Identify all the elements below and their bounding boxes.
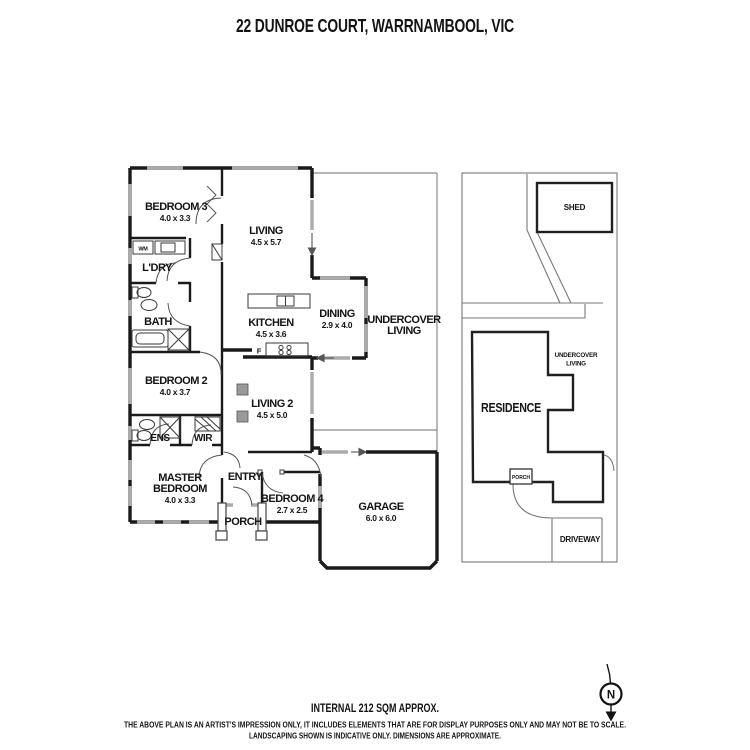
room-label-ldry: L'DRY (142, 262, 173, 274)
room-label-porch: PORCH (224, 516, 262, 528)
windows (128, 166, 368, 524)
porch-structure (215, 502, 268, 541)
ensuite-basin-icon (139, 419, 155, 430)
footer: INTERNAL 212 SQM APPROX. THE ABOVE PLAN … (124, 703, 626, 741)
site-label-undercover-1: UNDERCOVER (555, 352, 598, 359)
living2-column-markers (236, 383, 249, 423)
room-dims-bedroom3: 4.0 x 3.3 (160, 213, 191, 223)
ensuite-toilet-icon (131, 429, 139, 442)
fixtures (131, 240, 311, 475)
site-label-residence: RESIDENCE (481, 400, 542, 415)
page-title: 22 DUNROE COURT, WARRNAMBOOL, VIC (236, 16, 514, 36)
laundry-bench (154, 240, 186, 255)
room-label-wir: WIR (194, 433, 213, 444)
main-floor-plan: BEDROOM 3 4.0 x 3.3 LIVING 4.5 x 5.7 WM … (128, 166, 442, 570)
compass-north-label: N (607, 690, 615, 702)
site-label-porch: PORCH (512, 475, 530, 481)
vanity-basin-icon (140, 299, 158, 311)
room-dims-bedroom2: 4.0 x 3.7 (160, 387, 191, 397)
room-label-entry: ENTRY (228, 471, 264, 483)
linen-cupboard (211, 243, 223, 261)
room-dims-garage: 6.0 x 6.0 (366, 513, 397, 523)
site-labels: SHED UNDERCOVER LIVING RESIDENCE PORCH D… (481, 203, 601, 544)
room-dims-living: 4.5 x 5.7 (251, 237, 282, 247)
room-dims-living2: 4.5 x 5.0 (257, 410, 288, 420)
disclaimer-line1: THE ABOVE PLAN IS AN ARTIST'S IMPRESSION… (124, 721, 626, 730)
washing-machine-icon (132, 240, 154, 255)
room-label-garage: GARAGE (358, 501, 403, 513)
door-arrows (307, 233, 368, 457)
room-label-master-2: BEDROOM (153, 483, 207, 495)
room-dims-master: 4.0 x 3.3 (165, 495, 196, 505)
site-label-shed: SHED (564, 203, 586, 212)
site-shed-outline (535, 181, 614, 234)
washing-machine-label: WM (138, 247, 148, 253)
room-label-undercover-living-2: LIVING (387, 325, 421, 337)
room-label-dining: DINING (319, 308, 355, 320)
room-labels: BEDROOM 3 4.0 x 3.3 LIVING 4.5 x 5.7 WM … (138, 201, 441, 528)
room-dims-dining: 2.9 x 4.0 (322, 320, 353, 330)
room-label-bedroom3: BEDROOM 3 (145, 201, 208, 213)
room-label-bedroom4: BEDROOM 4 (261, 493, 325, 505)
door-arcs (149, 185, 322, 506)
room-label-kitchen: KITCHEN (248, 317, 294, 329)
north-compass-icon: N (599, 663, 623, 722)
room-label-ens: ENS (150, 433, 170, 444)
undercover-boundary-lines (312, 172, 438, 452)
internal-area-text: INTERNAL 212 SQM APPROX. (311, 703, 439, 715)
room-label-living2: LIVING 2 (251, 398, 293, 410)
kitchen-bench (265, 342, 309, 357)
cooktop-icon (278, 344, 284, 351)
toilet-icon (131, 286, 139, 299)
fridge-label: F (257, 347, 262, 356)
site-porch-outline (509, 468, 533, 485)
site-residence-outline (470, 330, 605, 504)
site-label-driveway: DRIVEWAY (560, 535, 601, 544)
laundry-sink-icon (160, 242, 176, 253)
site-plan: SHED UNDERCOVER LIVING RESIDENCE PORCH D… (461, 172, 618, 563)
site-label-undercover-2: LIVING (566, 361, 586, 368)
disclaimer-line2: LANDSCAPING SHOWN IS INDICATIVE ONLY. DI… (249, 732, 501, 741)
room-dims-bedroom4: 2.7 x 2.5 (277, 505, 308, 515)
room-label-master-1: MASTER (158, 472, 202, 484)
room-label-living: LIVING (249, 225, 283, 237)
ensuite-shower-icon (159, 416, 181, 439)
room-label-bath: BATH (144, 316, 172, 328)
shower-icon (167, 328, 190, 351)
room-label-bedroom2: BEDROOM 2 (145, 375, 208, 387)
room-label-undercover-living-1: UNDERCOVER (367, 314, 441, 326)
site-boundary-lines (461, 172, 618, 563)
kitchen-island-bench (247, 293, 311, 309)
interior-walls (130, 168, 320, 522)
room-dims-kitchen: 4.5 x 3.6 (256, 329, 287, 339)
